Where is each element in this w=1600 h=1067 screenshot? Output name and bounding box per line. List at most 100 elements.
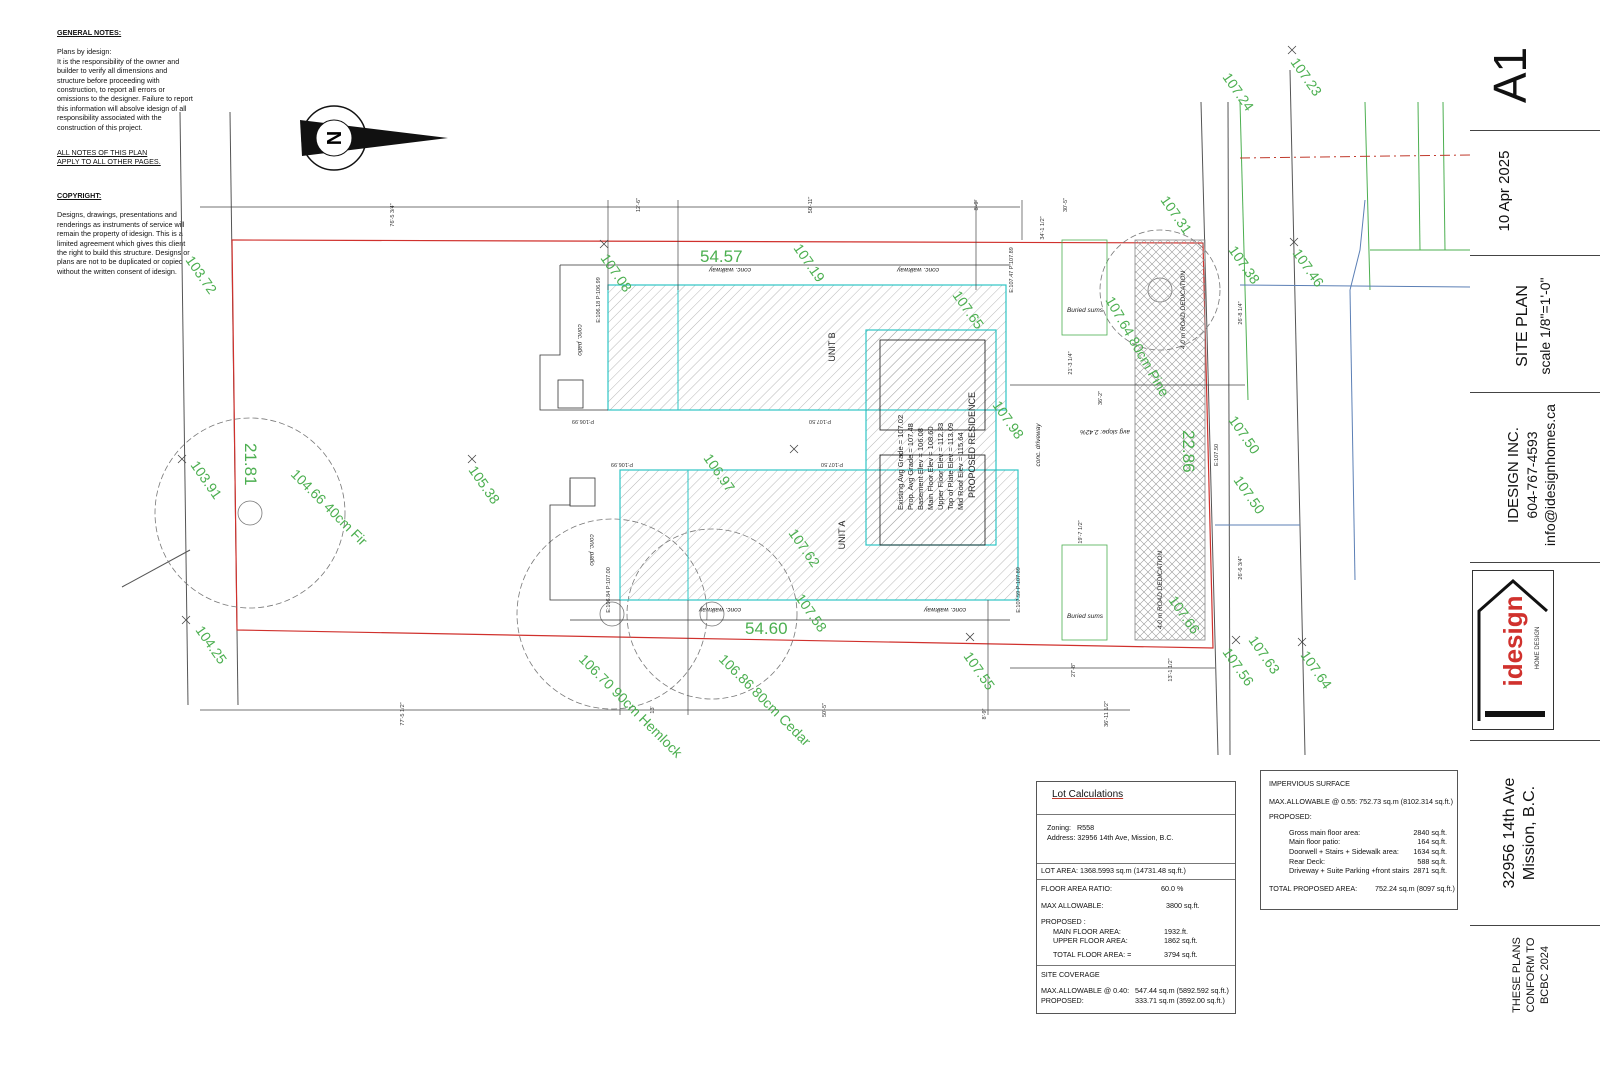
note-line: responsibility associated with the	[57, 113, 162, 123]
impervious-total-label: TOTAL PROPOSED AREA:	[1269, 883, 1358, 893]
logo-text: idesign	[1498, 595, 1528, 687]
dimension-label: 36'-11 1/2"	[1104, 701, 1110, 727]
impervious-max: MAX.ALLOWABLE @ 0.55: 752.73 sq.m (8102.…	[1269, 796, 1454, 806]
walkway-label: conc. walkway	[708, 266, 751, 273]
dimension-label: 36'-2"	[1098, 391, 1104, 405]
all-notes-text: ALL NOTES OF THIS PLAN APPLY TO ALL OTHE…	[57, 148, 207, 167]
buried-sums-label: Buried sums	[1067, 307, 1104, 314]
coverage-max-label: MAX.ALLOWABLE @ 0.40:	[1041, 986, 1130, 996]
elevation-line: Mid Roof Elev = 115.64	[956, 432, 965, 510]
walkway-label: conc. walkway	[896, 266, 939, 273]
title-block-divider	[1470, 130, 1600, 131]
note-line: the right to build this structure. Desig…	[57, 247, 190, 257]
grade-value: 107.55	[961, 649, 999, 693]
conform-text: CONFORM TO	[1525, 937, 1537, 1013]
note-line: without the written consent of idesign.	[57, 266, 177, 276]
project-address: 32956 14th Ave	[1501, 777, 1518, 889]
utility-lines-red	[1239, 154, 1471, 159]
copyright-body: Designs, drawings, presentations and ren…	[57, 210, 207, 276]
elevation-mark: P:107.50	[809, 418, 831, 424]
company-email: info@idesignhomes.ca	[1542, 404, 1558, 546]
dimension-label: 77'-5 1/2"	[400, 702, 406, 725]
note-line: renderings as instruments of service wil…	[57, 219, 185, 229]
grade-value: 107.46	[1290, 246, 1328, 290]
impervious-row-label: Gross main floor area:	[1289, 827, 1361, 837]
street-lines-right	[1200, 69, 1306, 756]
street-lines-left	[121, 111, 239, 706]
dimension-label: 8'-9"	[982, 708, 988, 719]
impervious-row-label: Doorwell + Stairs + Sidewalk area:	[1289, 846, 1399, 856]
impervious-row-value: 1634 sq.ft.	[1413, 846, 1447, 856]
lot-dimension: 22.86	[1179, 430, 1198, 473]
drawing-scale: scale 1/8"=1'-0"	[1537, 277, 1553, 375]
tree-label: 104.66 40cm Fir	[288, 466, 371, 549]
impervious-row: Main floor patio:164 sq.ft.	[1289, 837, 1447, 847]
driveway-label: conc. driveway	[1035, 423, 1042, 467]
impervious-row: Doorwell + Stairs + Sidewalk area: 1634 s…	[1289, 847, 1447, 857]
impervious-row-label: Rear Deck:	[1289, 856, 1325, 866]
coverage-max-value: 547.44 sq.m (5892.592 sq.ft.)	[1135, 986, 1229, 996]
dimension-label: 50'-11"	[808, 197, 814, 214]
note-line: this information will absolve idesign of…	[57, 103, 187, 113]
coverage-proposed-value: 333.71 sq.m (3592.00 sq.ft.)	[1135, 995, 1225, 1005]
upper-floor-label: UPPER FLOOR AREA:	[1053, 936, 1128, 946]
logo-mark-icon	[1477, 578, 1548, 721]
elevation-mark: E:106.84 P:107.00	[606, 567, 612, 613]
grade-value: 107.24	[1220, 70, 1258, 114]
grade-value: 107.50	[1226, 413, 1264, 457]
dimension-label: 13'-1 1/2"	[1168, 658, 1174, 681]
total-floor-value: 3794 sq.ft.	[1164, 949, 1198, 959]
lot-info: Zoning: R558 Address: 32956 14th Ave, Mi…	[1037, 815, 1235, 863]
road-dedication-area	[1134, 239, 1206, 641]
drawing-date: 10 Apr 2025	[1496, 150, 1513, 232]
grade-markers	[177, 45, 1307, 647]
far-label: FLOOR AREA RATIO:	[1041, 884, 1112, 893]
note-line: Plans by idesign:	[57, 47, 112, 57]
company-name: IDESIGN INC.	[1505, 427, 1522, 523]
note-line: ALL NOTES OF THIS PLAN	[57, 148, 148, 158]
dimension-label: 8'-9"	[974, 199, 980, 210]
elevation-mark: E:107.47 P:107.89	[1009, 247, 1015, 293]
dimension-lines	[200, 200, 1245, 715]
zoning-value: R558	[1076, 823, 1095, 832]
general-notes-body: Plans by idesign: It is the responsibili…	[57, 47, 207, 132]
company-logo: idesign HOME DESIGN	[1472, 570, 1554, 730]
proposed-label: PROPOSED :	[1041, 917, 1086, 927]
utility-lines-green	[1239, 101, 1470, 401]
property-line	[231, 239, 1214, 649]
lot-dimension: 54.57	[700, 247, 743, 266]
impervious-row-value: 2871 sq.ft.	[1413, 866, 1447, 876]
zoning-label: Zoning:	[1047, 823, 1071, 832]
unit-b-label: UNIT B	[827, 332, 837, 361]
project-city: Mission, B.C.	[1521, 785, 1538, 881]
elevation-line: Basement Elev = 106.08	[916, 428, 925, 510]
lot-area-value: 1368.5993 sq.m (14731.48 sq.ft.)	[1080, 866, 1186, 875]
lot-dimension: 54.60	[745, 619, 788, 638]
patio-label: conc. patio	[588, 534, 595, 566]
elevation-mark: E:106.18 P:106.99	[596, 277, 602, 323]
upper-floor-value: 1862 sq.ft.	[1164, 936, 1198, 946]
lot-dimension: 21.81	[241, 443, 260, 486]
slope-label: avg slope: 2.42%	[1080, 428, 1130, 435]
building-core	[865, 329, 997, 546]
title-block-divider	[1470, 925, 1600, 926]
tree-label: 106.70 90cm Hemlock	[576, 651, 687, 762]
patio-label: conc. patio	[576, 324, 583, 356]
dimension-label: 27'-8"	[1071, 663, 1077, 677]
lot-calculations-title: Lot Calculations	[1052, 789, 1124, 800]
impervious-row-label: Main floor patio:	[1289, 837, 1341, 847]
address-value: 32956 14th Ave, Mission, B.C.	[1077, 832, 1174, 842]
dimension-label: 19'-7 1/2"	[1078, 520, 1084, 543]
note-line: construction, to report all errors or	[57, 85, 165, 95]
floor-area-section: FLOOR AREA RATIO:60.0 % MAX ALLOWABLE:38…	[1037, 880, 1235, 960]
note-line: structure before proceeding with	[57, 75, 160, 85]
main-floor-label: MAIN FLOOR AREA:	[1053, 926, 1121, 936]
north-label: N	[324, 131, 346, 145]
note-line: plans are not to be duplicated or copied	[57, 257, 183, 267]
impervious-row-label: Driveway + Suite Parking +front stairs	[1289, 866, 1410, 876]
buried-sums-label: Buried sums	[1067, 613, 1104, 620]
buried-sums	[1061, 239, 1108, 641]
elevation-mark: P:107.50	[821, 461, 843, 467]
north-arrow: N	[300, 105, 448, 171]
grade-value: 103.91	[188, 458, 226, 502]
